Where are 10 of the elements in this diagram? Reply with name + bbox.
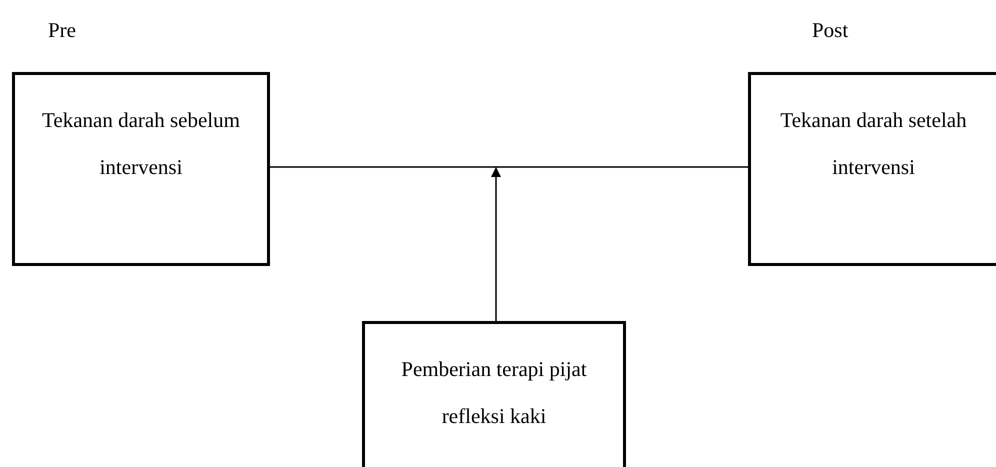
- box-text: Tekanan darah sebelum intervensi: [41, 107, 241, 181]
- arrow: [491, 167, 501, 321]
- process-box: [362, 321, 626, 467]
- phase-label: Pre: [48, 20, 76, 41]
- process-box: [12, 72, 270, 266]
- box-text: Tekanan darah setelah intervensi: [779, 107, 968, 181]
- phase-label: Post: [812, 20, 848, 41]
- connector-line: [270, 166, 748, 168]
- box-text: Pemberian terapi pijat refleksi kaki: [400, 356, 588, 430]
- process-box: [748, 72, 996, 266]
